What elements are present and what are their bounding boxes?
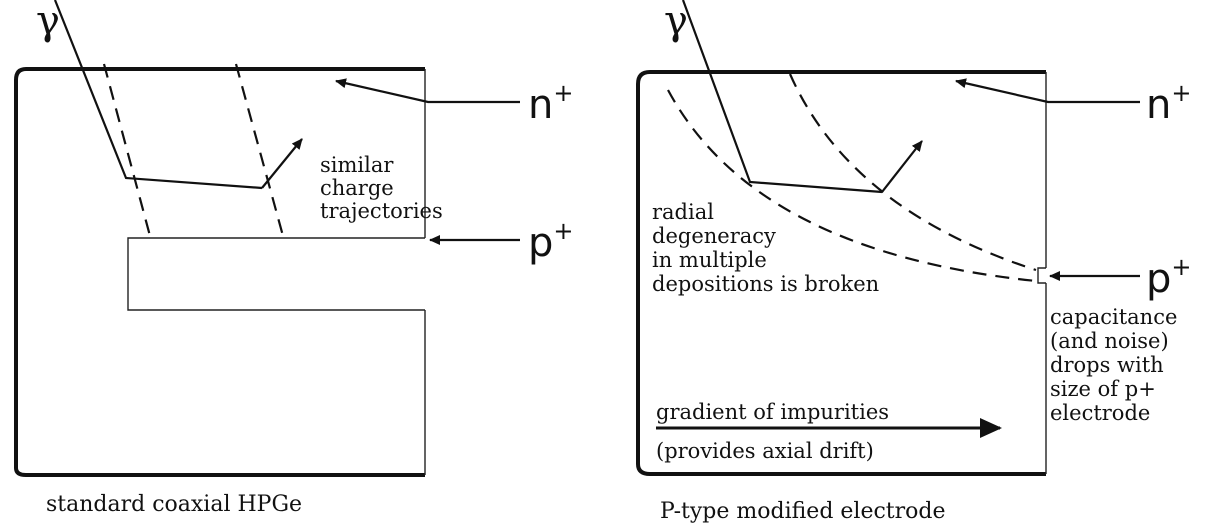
left-nplus-pointer xyxy=(335,78,520,104)
right-degeneracy-note: radial degeneracy in multiple deposition… xyxy=(652,200,879,296)
right-scatter-arrow xyxy=(881,140,923,193)
left-charge-trajectory-2 xyxy=(234,63,285,237)
left-panel: γ n+ p+ similar charge trajectories stan… xyxy=(14,0,574,517)
right-capacitance-note: capacitance (and noise) drops with size … xyxy=(1050,305,1184,425)
left-detector-nplus-contact xyxy=(14,67,425,477)
right-nplus-label: n+ xyxy=(1146,79,1191,128)
left-caption: standard coaxial HPGe xyxy=(46,492,302,517)
right-caption: P-type modified electrode xyxy=(660,499,946,524)
left-charge-trajectory-1 xyxy=(102,63,152,237)
left-gamma-label: γ xyxy=(36,0,60,44)
left-pplus-borehole xyxy=(127,237,425,311)
right-detector-nplus-contact xyxy=(636,70,1046,476)
right-gradient-label: gradient of impurities xyxy=(656,400,889,424)
left-nplus-label: n+ xyxy=(528,79,573,128)
left-gamma-track xyxy=(53,0,263,190)
right-pplus-point-contact xyxy=(1037,267,1046,284)
right-nplus-pointer xyxy=(955,78,1140,104)
right-panel: γ n+ p+ radial degeneracy in multiple de… xyxy=(636,0,1192,524)
right-gradient-sublabel: (provides axial drift) xyxy=(656,439,874,463)
right-charge-trajectory-1 xyxy=(667,89,1037,283)
left-trajectory-note: similar charge trajectories xyxy=(320,153,443,223)
left-pplus-label: p+ xyxy=(528,217,574,266)
right-gamma-track xyxy=(681,0,883,194)
right-gamma-label: γ xyxy=(664,0,688,44)
right-charge-trajectory-2 xyxy=(788,73,1037,272)
right-pplus-label: p+ xyxy=(1146,253,1192,302)
